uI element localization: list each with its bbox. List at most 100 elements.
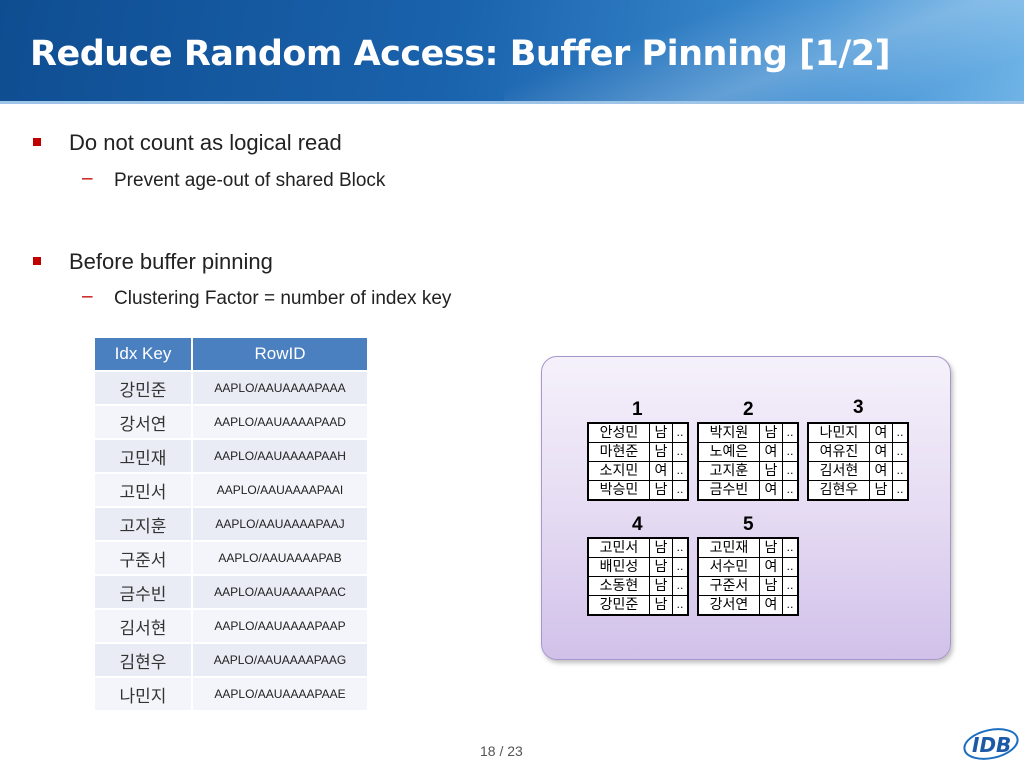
gender-cell: 여	[869, 461, 893, 481]
rowid-cell: AAPLO/AAUAAAAPAAJ	[191, 506, 369, 542]
rowid-cell: AAPLO/AAUAAAAPAAG	[191, 642, 369, 678]
etc-cell: ..	[782, 537, 799, 558]
block-5-label: 5	[743, 514, 754, 535]
name-cell: 마현준	[587, 442, 650, 462]
gender-cell: 여	[869, 442, 893, 462]
name-cell: 강민준	[587, 595, 650, 616]
gender-cell: 남	[649, 557, 673, 577]
idb-logo-icon: IDB	[963, 728, 1019, 760]
table-row: 나민지 AAPLO/AAUAAAAPAAE	[93, 676, 369, 712]
gender-cell: 남	[869, 480, 893, 501]
name-cell: 고민서	[587, 537, 650, 558]
page-number: 18 / 23	[480, 743, 523, 759]
etc-cell: ..	[672, 557, 689, 577]
rowid-cell: AAPLO/AAUAAAAPAAP	[191, 608, 369, 644]
idx-key-cell: 고민서	[93, 472, 193, 508]
name-cell: 소지민	[587, 461, 650, 481]
table-row: 강민준 AAPLO/AAUAAAAPAAA	[93, 370, 369, 406]
block-1-label: 1	[632, 399, 643, 420]
rowid-cell: AAPLO/AAUAAAAPAB	[191, 540, 369, 576]
idx-key-cell: 강서연	[93, 404, 193, 440]
gender-cell: 여	[759, 557, 783, 577]
name-cell: 박승민	[587, 480, 650, 501]
name-cell: 나민지	[807, 422, 870, 443]
etc-cell: ..	[672, 461, 689, 481]
table-row: 금수빈 AAPLO/AAUAAAAPAAC	[93, 574, 369, 610]
idx-key-cell: 고지훈	[93, 506, 193, 542]
name-cell: 김서현	[807, 461, 870, 481]
table-row: 구준서 AAPLO/AAUAAAAPAB	[93, 540, 369, 576]
slide-header: Reduce Random Access: Buffer Pinning [1/…	[0, 0, 1024, 101]
table-row: 고민재 AAPLO/AAUAAAAPAAH	[93, 438, 369, 474]
header-decoration	[504, 0, 1024, 101]
block-4-label: 4	[632, 514, 643, 535]
etc-cell: ..	[782, 595, 799, 616]
gender-cell: 여	[649, 461, 673, 481]
name-cell: 김현우	[807, 480, 870, 501]
gender-cell: 남	[649, 442, 673, 462]
gender-cell: 남	[649, 537, 673, 558]
etc-cell: ..	[672, 595, 689, 616]
name-cell: 강서연	[697, 595, 760, 616]
etc-cell: ..	[892, 422, 909, 443]
name-cell: 구준서	[697, 576, 760, 596]
table-row: 김서현 AAPLO/AAUAAAAPAAP	[93, 608, 369, 644]
name-cell: 배민성	[587, 557, 650, 577]
name-cell: 안성민	[587, 422, 650, 443]
logo-text: IDB	[972, 733, 1011, 757]
gender-cell: 남	[759, 537, 783, 558]
etc-cell: ..	[782, 442, 799, 462]
name-cell: 박지원	[697, 422, 760, 443]
table-row: 고민서 AAPLO/AAUAAAAPAAI	[93, 472, 369, 508]
etc-cell: ..	[782, 480, 799, 501]
name-cell: 소동현	[587, 576, 650, 596]
dash-icon: –	[82, 286, 93, 307]
slide-title: Reduce Random Access: Buffer Pinning [1/…	[30, 34, 891, 74]
etc-cell: ..	[782, 557, 799, 577]
bullet-square-icon	[33, 257, 41, 265]
bullet-square-icon	[33, 138, 41, 146]
etc-cell: ..	[892, 480, 909, 501]
bullet-1-text: Do not count as logical read	[69, 130, 342, 155]
idx-key-cell: 강민준	[93, 370, 193, 406]
sub-bullet-2-text: Clustering Factor = number of index key	[114, 288, 452, 309]
name-cell: 노예은	[697, 442, 760, 462]
gender-cell: 여	[759, 595, 783, 616]
name-cell: 금수빈	[697, 480, 760, 501]
rowid-cell: AAPLO/AAUAAAAPAAD	[191, 404, 369, 440]
gender-cell: 남	[759, 576, 783, 596]
etc-cell: ..	[782, 461, 799, 481]
name-cell: 여유진	[807, 442, 870, 462]
table-row: 김현우 AAPLO/AAUAAAAPAAG	[93, 642, 369, 678]
idx-key-cell: 금수빈	[93, 574, 193, 610]
block-2-label: 2	[743, 399, 754, 420]
etc-cell: ..	[782, 576, 799, 596]
etc-cell: ..	[672, 537, 689, 558]
gender-cell: 남	[649, 595, 673, 616]
etc-cell: ..	[672, 576, 689, 596]
gender-cell: 여	[759, 480, 783, 501]
index-table-header: Idx Key RowID	[93, 336, 369, 372]
etc-cell: ..	[672, 442, 689, 462]
gender-cell: 남	[649, 576, 673, 596]
etc-cell: ..	[782, 422, 799, 443]
header-divider	[0, 101, 1024, 104]
gender-cell: 여	[869, 422, 893, 443]
gender-cell: 남	[649, 422, 673, 443]
etc-cell: ..	[892, 461, 909, 481]
